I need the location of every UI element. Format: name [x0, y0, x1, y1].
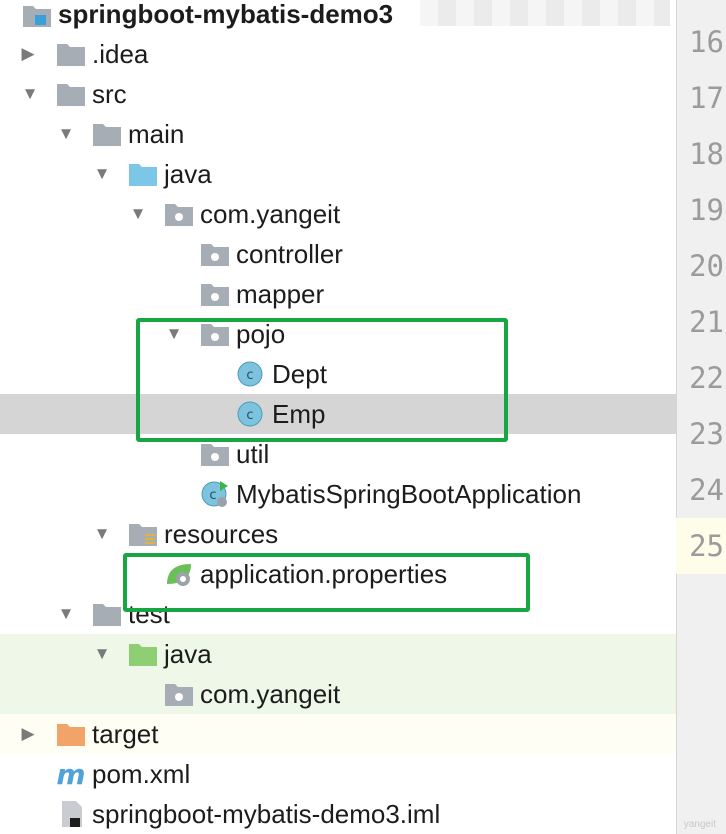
tree-row-emp[interactable]: c Emp [0, 394, 676, 434]
tree-label: main [128, 119, 185, 149]
svg-text:m: m [56, 760, 85, 788]
tree-row-pom[interactable]: m pom.xml [0, 754, 676, 794]
svg-text:c: c [246, 368, 253, 383]
tree-label: java [164, 639, 212, 669]
line-number-current: 25 [676, 518, 726, 574]
line-number: 17 [689, 81, 724, 115]
tree-label: target [92, 719, 159, 749]
watermark: yangeit [683, 819, 716, 830]
tree-row-target[interactable]: ▶ target [0, 714, 676, 754]
tree-row-com-yangeit[interactable]: ▼ com.yangeit [0, 194, 676, 234]
package-icon [201, 444, 229, 466]
excluded-folder-icon [57, 724, 85, 746]
tree-label: com.yangeit [200, 199, 341, 229]
package-icon [201, 244, 229, 266]
collapse-arrow-icon[interactable]: ▼ [93, 644, 111, 663]
package-icon [201, 324, 229, 346]
maven-icon: m [56, 760, 85, 788]
folder-icon [93, 604, 121, 626]
tree-row-mapper[interactable]: mapper [0, 274, 676, 314]
tree-label: mapper [236, 279, 325, 309]
tree-row-application-properties[interactable]: application.properties [0, 554, 676, 594]
line-number: 19 [689, 193, 724, 227]
tree-label: controller [236, 239, 343, 269]
tree-label: src [92, 79, 127, 109]
line-number: 18 [689, 137, 724, 171]
line-number: 21 [689, 305, 724, 339]
tree-label: .idea [92, 39, 149, 69]
collapse-arrow-icon[interactable]: ▼ [57, 604, 75, 623]
tree-row-test[interactable]: ▼ test [0, 594, 676, 634]
line-number: 16 [689, 25, 724, 59]
tree-row-test-java[interactable]: ▼ java [0, 634, 676, 674]
tree-row-iml[interactable]: springboot-mybatis-demo3.iml [0, 794, 676, 834]
tree-label: test [128, 599, 170, 629]
highlight-box-properties [123, 553, 530, 612]
tree-row-util[interactable]: util [0, 434, 676, 474]
tree-label: resources [164, 519, 279, 549]
collapse-arrow-icon[interactable]: ▼ [165, 324, 183, 343]
tree-row-main[interactable]: ▼ main [0, 114, 676, 154]
tree-label: springboot-mybatis-demo3.iml [92, 799, 441, 829]
tree-row-src[interactable]: ▼ src [0, 74, 676, 114]
module-file-icon [62, 801, 82, 827]
package-icon [201, 284, 229, 306]
tree-label: pojo [236, 319, 286, 349]
tree-label: com.yangeit [200, 679, 341, 709]
tree-row-resources[interactable]: ▼ resources [0, 514, 676, 554]
tree-row-idea[interactable]: ▶ .idea [0, 34, 676, 74]
folder-icon [93, 124, 121, 146]
tree-label: java [164, 159, 212, 189]
tree-row-application-class[interactable]: c MybatisSpringBootApplication [0, 474, 676, 514]
blurred-toolbar-area [420, 0, 670, 26]
tree-label: application.properties [200, 559, 448, 589]
project-module-icon [23, 6, 51, 27]
highlight-box-pojo [136, 318, 508, 442]
tree-row-test-com-yangeit[interactable]: com.yangeit [0, 674, 676, 714]
expand-arrow-icon[interactable]: ▶ [21, 724, 35, 743]
test-folder-icon [129, 644, 157, 666]
editor-line-gutter: 16 17 18 19 20 21 22 23 24 25 [676, 0, 726, 834]
tree-label: pom.xml [92, 759, 191, 789]
line-number: 20 [689, 249, 724, 283]
collapse-arrow-icon[interactable]: ▼ [93, 524, 111, 543]
tree-label: Dept [272, 359, 327, 389]
tree-row-controller[interactable]: controller [0, 234, 676, 274]
collapse-arrow-icon[interactable]: ▼ [129, 204, 147, 223]
collapse-arrow-icon[interactable]: ▼ [57, 124, 75, 143]
class-icon: c [237, 401, 263, 427]
spring-boot-class-icon: c [201, 481, 228, 507]
package-icon [165, 684, 193, 706]
tree-row-dept[interactable]: c Dept [0, 354, 676, 394]
folder-icon [57, 84, 85, 106]
tree-label: MybatisSpringBootApplication [236, 479, 582, 509]
folder-icon [57, 44, 85, 66]
tree-row-java[interactable]: ▼ java [0, 154, 676, 194]
collapse-arrow-icon[interactable]: ▼ [93, 164, 111, 183]
tree-row-root[interactable]: springboot-mybatis-demo3 [0, 0, 676, 34]
source-folder-icon [129, 164, 157, 186]
line-number: 22 [689, 361, 724, 395]
svg-text:c: c [209, 488, 216, 503]
package-icon [165, 204, 193, 226]
class-icon: c [237, 361, 263, 387]
line-number: 23 [689, 417, 724, 451]
tree-row-pojo[interactable]: ▼ pojo [0, 314, 676, 354]
expand-arrow-icon[interactable]: ▶ [21, 44, 35, 63]
svg-text:c: c [246, 408, 253, 423]
project-tree: springboot-mybatis-demo3 ▶ .idea ▼ src ▼… [0, 0, 676, 834]
spring-properties-icon [167, 564, 191, 586]
line-number: 24 [689, 473, 724, 507]
resources-folder-icon [129, 524, 157, 546]
project-root-label: springboot-mybatis-demo3 [58, 0, 394, 29]
tree-label: util [236, 439, 270, 469]
collapse-arrow-icon[interactable]: ▼ [21, 84, 39, 103]
tree-label: Emp [272, 399, 326, 429]
